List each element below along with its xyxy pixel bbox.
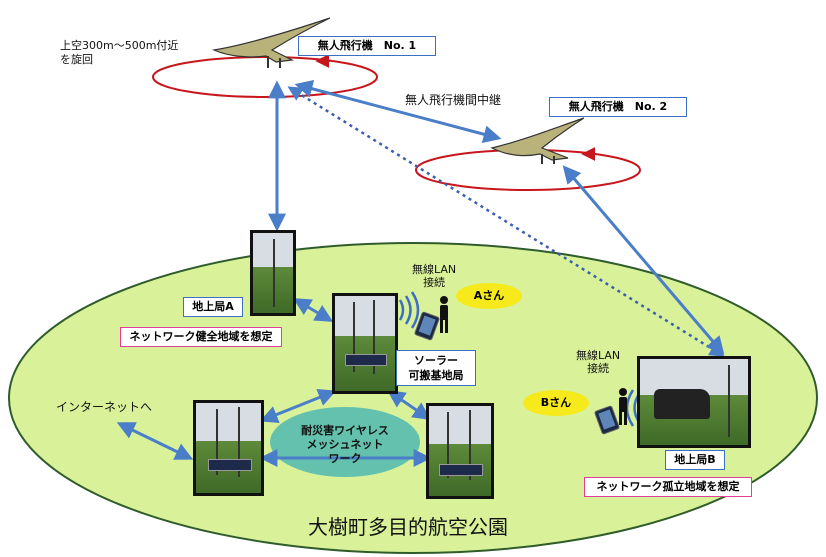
person-a-bubble: Aさん [456, 283, 522, 309]
relay-label: 無人飛行機間中継 [405, 93, 502, 107]
link-solar-left-station [259, 388, 337, 424]
tablet-b-icon [594, 405, 620, 435]
park-name: 大樹町多目的航空公園 [308, 515, 508, 539]
solar-station-label-line2: 可搬基地局 [408, 369, 464, 382]
internet-label: インターネットへ [56, 400, 153, 414]
person-a-icon [440, 296, 448, 333]
link-internet [116, 422, 194, 460]
person-b-bubble: Bさん [523, 390, 589, 416]
wifi-waves-a [398, 291, 420, 329]
mesh-station-right-photo [426, 403, 494, 499]
link-uav1-ground-b-dotted [287, 86, 725, 357]
mesh-station-left-photo [193, 400, 264, 496]
ground-station-b-label: 地上局B [665, 450, 725, 470]
lan-b-label-line1: 無線LAN [576, 349, 621, 362]
mesh-network-label-line1: 耐災害ワイヤレス [301, 424, 389, 437]
mesh-network-label: 耐災害ワイヤレス メッシュネット ワーク [290, 424, 400, 466]
lan-a-label: 無線LAN 接続 [412, 263, 456, 289]
uav1-orbit [152, 56, 378, 98]
solar-station-photo [332, 293, 398, 394]
uav1-icon [211, 17, 331, 68]
solar-station-label-line1: ソーラー [414, 354, 458, 367]
altitude-label-line1: 上空300m～500m付近 [60, 39, 179, 52]
altitude-label-line2: を旋回 [60, 53, 93, 66]
ground-station-b-photo [637, 356, 751, 448]
mesh-network-label-line2: メッシュネット [306, 438, 384, 451]
person-b-icon [619, 388, 627, 425]
isolated-area-label: ネットワーク孤立地域を想定 [584, 477, 752, 497]
solar-station-label: ソーラー 可搬基地局 [396, 350, 476, 386]
lan-b-label-line2: 接続 [587, 362, 610, 376]
ground-station-a-photo [250, 230, 296, 316]
link-uav2-ground-b [562, 165, 725, 355]
lan-a-label-line1: 無線LAN [412, 263, 457, 276]
uav2-label: 無人飛行機 No. 2 [549, 97, 687, 117]
uav2-icon [490, 117, 585, 164]
tablet-a-icon [414, 311, 440, 341]
mesh-network-label-line3: ワーク [328, 452, 362, 465]
ground-station-a-label: 地上局A [183, 297, 243, 317]
healthy-area-label: ネットワーク健全地域を想定 [120, 327, 282, 347]
link-ground-a-solar [292, 298, 334, 322]
lan-a-label-line2: 接続 [423, 276, 446, 290]
uav1-label: 無人飛行機 No. 1 [298, 36, 436, 56]
lan-b-label: 無線LAN 接続 [576, 349, 620, 375]
link-solar-right-station [387, 389, 431, 421]
